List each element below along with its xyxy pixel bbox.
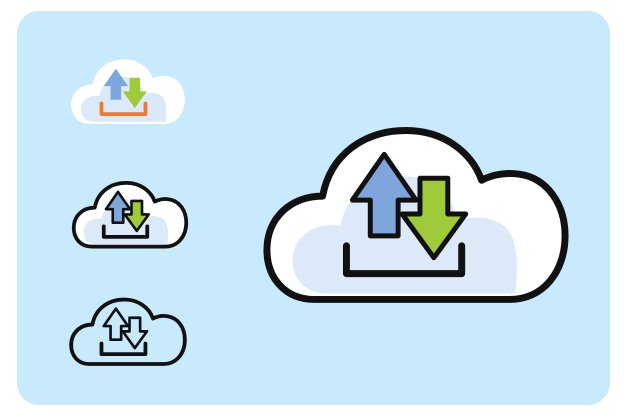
icon-set-panel (17, 11, 610, 405)
cloud-sync-icon (71, 181, 189, 249)
cloud-sync-icon (257, 118, 575, 308)
cloud-sync-icon (69, 297, 187, 366)
cloud-sync-icon (71, 59, 185, 124)
